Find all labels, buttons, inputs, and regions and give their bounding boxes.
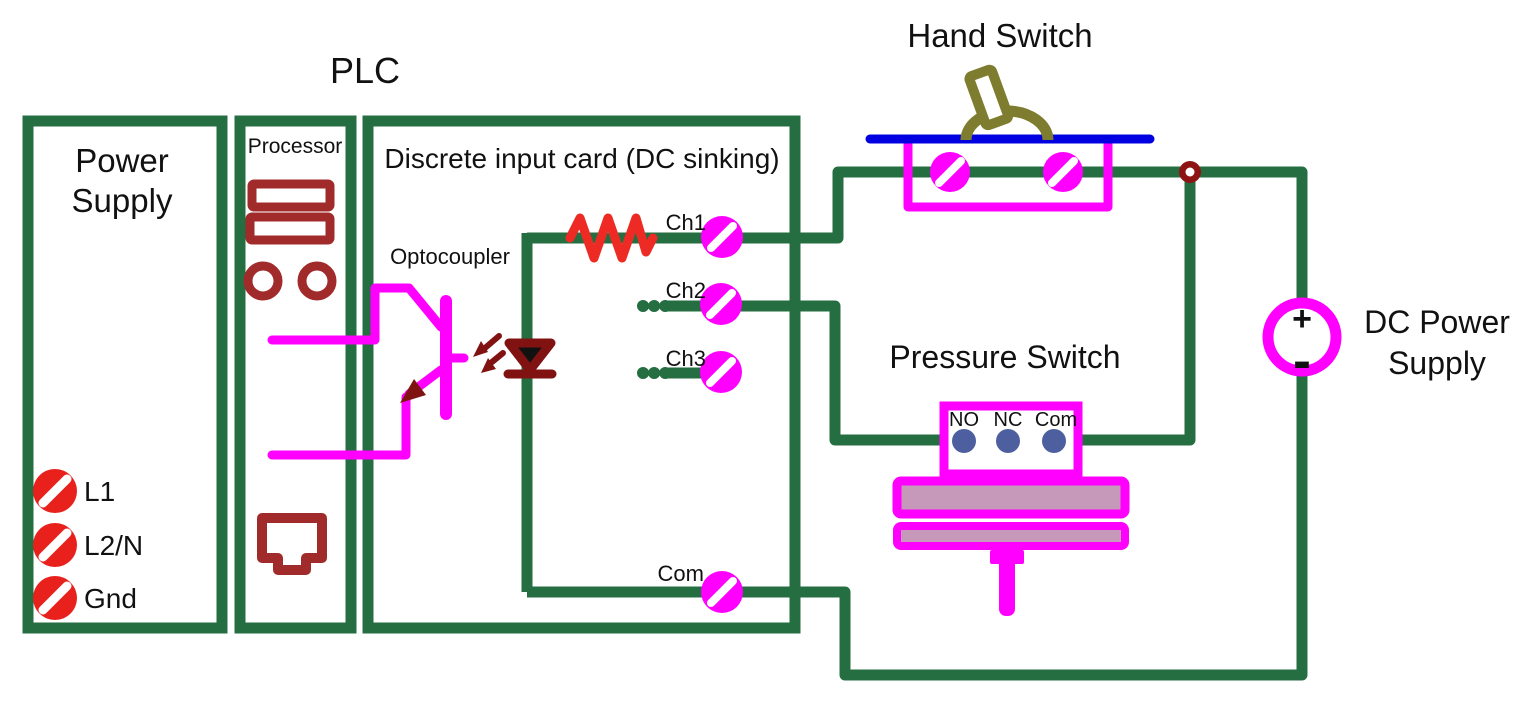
processor-title: Processor [247, 135, 343, 158]
pressure-contact-com [1042, 429, 1066, 453]
power-supply-title-line2: Supply [71, 182, 173, 219]
gnd-label: Gnd [84, 583, 137, 614]
ch3-label: Ch3 [665, 346, 706, 371]
plc-title: PLC [329, 50, 401, 91]
dc-source-circle [1262, 297, 1342, 377]
hand-switch-terminal [930, 152, 970, 192]
ch2-label: Ch2 [665, 278, 706, 303]
hand-switch-terminal [1043, 152, 1083, 192]
dc-power-supply-title: DC Power Supply [1352, 302, 1522, 384]
led-diode-icon [504, 338, 556, 375]
ch1-label: Ch1 [665, 210, 706, 235]
pressure-switch-title: Pressure Switch [889, 339, 1121, 375]
dc-minus-sign: - [1293, 331, 1311, 391]
hand-switch-lever [964, 64, 1014, 131]
hand-switch-title: Hand Switch [907, 17, 1093, 54]
resistor-icon [565, 213, 658, 263]
pressure-com-label: Com [1034, 409, 1078, 431]
power-supply-title-line1: Power [75, 142, 169, 179]
processor-port-icon [297, 261, 337, 301]
power-supply-title: Power Supply [38, 141, 206, 221]
dc-power-supply-title-line2: Supply [1388, 345, 1486, 381]
processor-slot-icon [247, 179, 335, 212]
emitter-arrowhead [400, 379, 426, 403]
input-card-box [362, 115, 801, 634]
terminal-ch2 [700, 283, 742, 325]
l2n-label: L2/N [84, 530, 144, 561]
dc-plus-sign: + [1292, 300, 1312, 338]
light-ray-icon [489, 350, 506, 365]
phototransistor-collector [267, 283, 446, 345]
pressure-contact-nc [996, 429, 1020, 453]
hand-switch-body [903, 139, 1113, 212]
wire-ch2-to-pressure-no [668, 300, 952, 446]
terminal-l1 [33, 469, 77, 513]
light-ray-arrowhead [481, 358, 496, 373]
terminal-gnd [33, 576, 77, 620]
pressure-nc-label: NC [993, 409, 1023, 431]
processor-slot-icon [245, 212, 335, 245]
terminal-com [701, 571, 743, 613]
power-supply-box [22, 115, 228, 634]
optocoupler-label: Optocoupler [390, 244, 510, 269]
phototransistor-emitter-lead [267, 392, 411, 460]
light-ray-icon [482, 333, 502, 351]
processor-port-icon [243, 261, 283, 301]
terminal-ch3 [700, 351, 742, 393]
pressure-no-label: NO [949, 409, 979, 431]
l1-label: L1 [84, 476, 116, 507]
input-card-title: Discrete input card (DC sinking) [384, 143, 780, 174]
pressure-contact-no [952, 429, 976, 453]
pressure-stem [999, 552, 1015, 616]
card-com-label: Com [657, 561, 704, 586]
pressure-diaphragm-lower [893, 522, 1129, 550]
pressure-diaphragm-upper [892, 476, 1130, 519]
ethernet-jack-icon [257, 513, 327, 575]
processor-box [234, 115, 357, 634]
light-ray-arrowhead [473, 341, 488, 357]
dc-power-supply-title-line1: DC Power [1364, 304, 1510, 340]
terminal-l2n [33, 523, 77, 567]
terminal-ch1 [701, 216, 743, 258]
wire-junction-dot [1179, 161, 1201, 183]
wire-pressure-com-to-junction [1054, 172, 1196, 446]
